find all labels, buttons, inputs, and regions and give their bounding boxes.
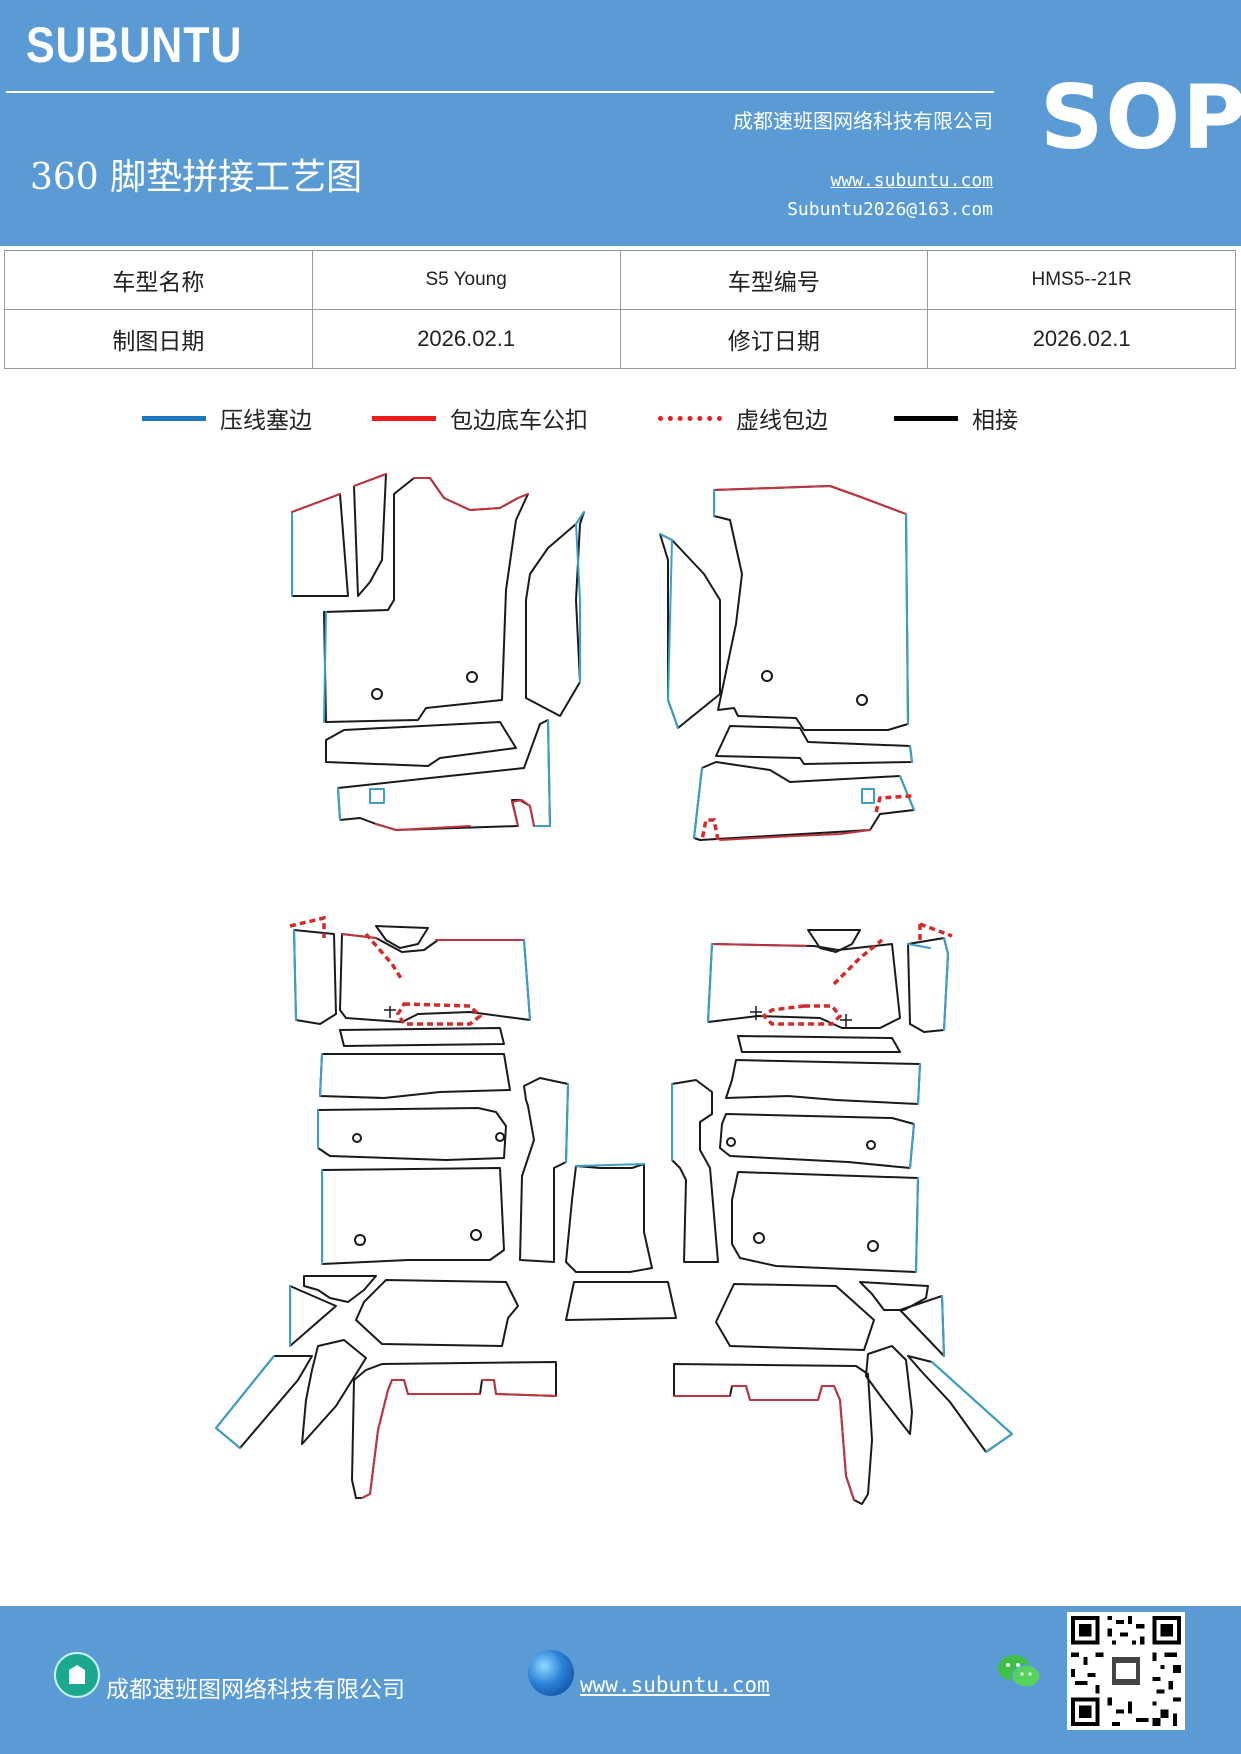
footer-company-name: 成都速班图网络科技有限公司 [106,1677,405,1703]
legend-label: 包边底车公扣 [450,408,588,434]
brand-logo: SUBUNTU [26,17,243,73]
drawing-date-label: 制图日期 [4,309,313,369]
floor-mat-pattern-diagram [215,473,1013,1505]
legend-swatch-blue [142,415,206,421]
header-company-name: 成都速班图网络科技有限公司 [733,109,993,133]
model-code-label: 车型编号 [619,250,929,310]
globe-icon [528,1650,574,1696]
legend-label: 压线塞边 [220,408,312,434]
legend-swatch-red-dotted [658,415,722,421]
model-name-label: 车型名称 [4,250,313,310]
revision-date-value: 2026.02.1 [927,309,1236,369]
dotted-wrap-lines [289,794,953,1026]
rear-right-mat-set [671,929,1013,1505]
header-website-link[interactable]: www.subuntu.com [830,170,993,191]
wechat-icon [998,1655,1041,1688]
document-title: 360 脚垫拼接工艺图 [30,157,363,198]
header-divider [6,91,994,93]
vehicle-info-table: 车型名称 S5 Young 车型编号 HMS5--21R 制图日期 2026.0… [4,250,1236,369]
table-row: 车型名称 S5 Young 车型编号 HMS5--21R [4,250,1236,310]
legend-item-dotted-wrap: 虚线包边 [658,398,828,438]
legend-item-press-line: 压线塞边 [142,398,312,438]
legend-swatch-black [894,415,958,421]
legend-label: 虚线包边 [736,408,828,434]
revision-date-label: 修订日期 [619,309,929,369]
rear-left-mat-set [215,925,677,1499]
front-left-mat-set [291,473,585,831]
model-code-value: HMS5--21R [927,250,1236,310]
drawing-date-value: 2026.02.1 [311,309,621,369]
legend-item-joint: 相接 [894,398,1018,438]
header-banner [0,0,1241,246]
header-email[interactable]: Subuntu2026@163.com [787,199,993,220]
legend-label: 相接 [972,408,1018,434]
joint-marks [384,1006,852,1028]
sop-label: SOP [1040,66,1241,169]
qr-code[interactable] [1067,1612,1185,1730]
model-name-value: S5 Young [311,250,621,310]
legend-swatch-red [372,415,436,421]
footer-website-link[interactable]: www.subuntu.com [580,1673,770,1697]
front-right-mat-set [659,485,915,841]
table-row: 制图日期 2026.02.1 修订日期 2026.02.1 [4,309,1236,369]
legend-item-edge-wrap: 包边底车公扣 [372,398,588,438]
building-icon [54,1652,100,1698]
